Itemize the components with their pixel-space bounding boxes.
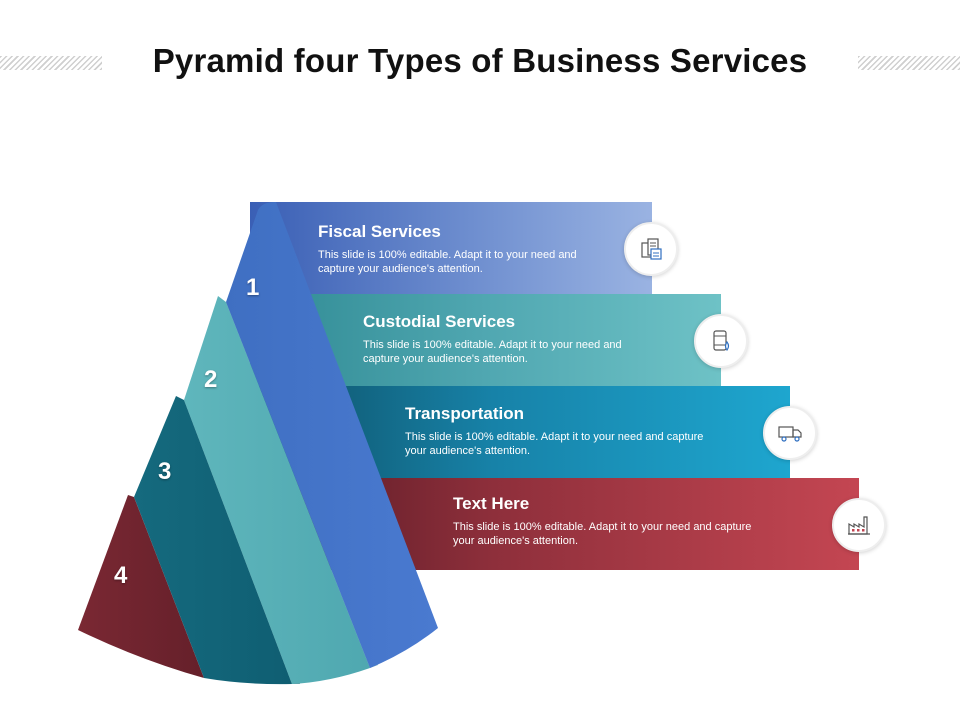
band-custodial-services: Custodial Services This slide is 100% ed…: [250, 294, 721, 386]
icon-circle-fiscal: [624, 222, 678, 276]
factory-icon: [848, 516, 870, 535]
band-title: Transportation: [405, 404, 525, 423]
step-number-1: 1: [246, 274, 260, 301]
pyramid-strip-1: [226, 202, 438, 668]
pyramid-strip-2: [184, 296, 370, 684]
pyramid-strip-3: [134, 396, 292, 685]
document-icon: [641, 238, 662, 260]
band-title: Text Here: [453, 494, 530, 513]
pyramid-strip-4: [78, 495, 204, 678]
band-description: This slide is 100% editable. Adapt it to…: [405, 431, 704, 457]
band-title: Custodial Services: [363, 312, 516, 331]
decorative-hatch-left: [0, 56, 102, 70]
band-fiscal-services: Fiscal Services This slide is 100% edita…: [250, 202, 652, 294]
barrel-icon: [713, 330, 730, 352]
slide-title: Pyramid four Types of Business Services: [152, 42, 808, 79]
icon-circle-custodial: [694, 314, 748, 368]
icon-circle-transportation: [763, 406, 817, 460]
icon-circle-text-here: [832, 498, 886, 552]
band-title: Fiscal Services: [318, 222, 441, 241]
step-number-2: 2: [204, 366, 218, 393]
step-number-4: 4: [114, 562, 128, 589]
band-description: This slide is 100% editable. Adapt it to…: [363, 339, 622, 365]
band-description: This slide is 100% editable. Adapt it to…: [318, 249, 577, 275]
truck-icon: [778, 426, 802, 442]
decorative-hatch-right: [858, 56, 960, 70]
band-description: This slide is 100% editable. Adapt it to…: [453, 521, 752, 547]
step-number-3: 3: [158, 458, 172, 485]
